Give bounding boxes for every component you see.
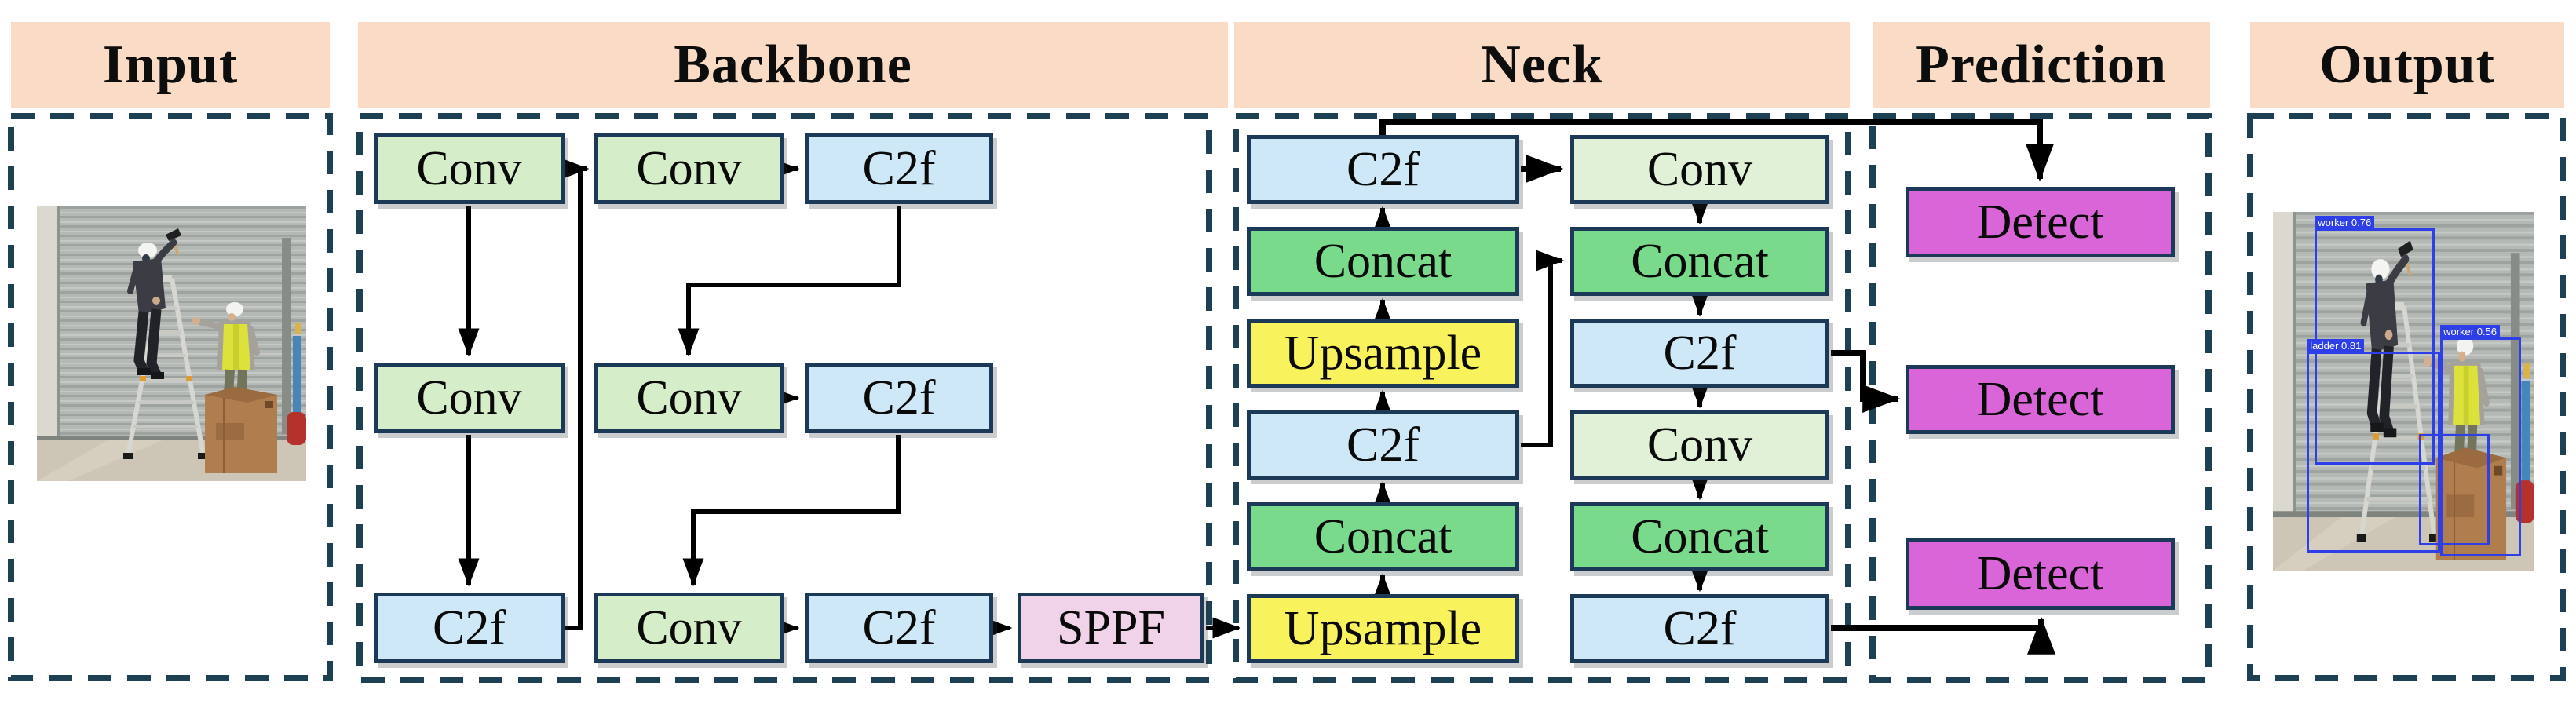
neck-right-concat-top: Concat xyxy=(1570,227,1829,296)
section-header-backbone: Backbone xyxy=(358,22,1228,108)
backbone-c2f-2: C2f xyxy=(805,363,993,433)
backbone-conv-4: Conv xyxy=(594,363,784,433)
input-photo xyxy=(37,206,306,481)
input-scene xyxy=(37,206,306,481)
neck-left-c2f-top: C2f xyxy=(1247,135,1519,204)
neck-right-c2f-mid: C2f xyxy=(1570,319,1829,388)
detect-box-1: Detect xyxy=(1906,187,2175,257)
neck-left-upsample-bot: Upsample xyxy=(1247,594,1519,663)
output-photo: worker 0.76 worker 0.56 ladder 0.81 xyxy=(2273,212,2534,571)
bbox-label-worker-1: worker 0.76 xyxy=(2315,215,2375,229)
neck-left-concat-bot: Concat xyxy=(1247,502,1519,571)
neck-right-conv-bot: Conv xyxy=(1570,410,1829,480)
bbox-label-ladder: ladder 0.81 xyxy=(2307,339,2365,353)
backbone-conv-5: Conv xyxy=(594,593,784,663)
neck-left-concat-top: Concat xyxy=(1247,227,1519,296)
neck-left-c2f-mid: C2f xyxy=(1247,410,1519,480)
section-header-input: Input xyxy=(11,22,330,108)
bbox-ladder xyxy=(2307,352,2441,553)
neck-right-c2f-bot: C2f xyxy=(1570,594,1829,663)
neck-right-conv-top: Conv xyxy=(1570,135,1829,204)
bbox-object xyxy=(2419,434,2490,545)
backbone-c2f-1: C2f xyxy=(805,133,993,204)
section-header-output: Output xyxy=(2250,22,2564,108)
neck-left-upsample-top: Upsample xyxy=(1247,319,1519,388)
backbone-sppf: SPPF xyxy=(1018,593,1204,663)
bbox-worker-2 xyxy=(2440,337,2522,556)
backbone-c2f-3: C2f xyxy=(374,593,565,663)
neck-right-concat-bot: Concat xyxy=(1570,502,1829,571)
section-header-neck: Neck xyxy=(1234,22,1850,108)
backbone-c2f-4: C2f xyxy=(805,593,993,663)
backbone-conv-1: Conv xyxy=(374,133,565,204)
backbone-conv-3: Conv xyxy=(374,363,565,433)
section-header-prediction: Prediction xyxy=(1873,22,2210,108)
detect-box-3: Detect xyxy=(1906,538,2175,610)
bbox-label-worker-2: worker 0.56 xyxy=(2440,324,2501,338)
detect-box-2: Detect xyxy=(1906,365,2175,434)
backbone-conv-2: Conv xyxy=(594,133,784,204)
